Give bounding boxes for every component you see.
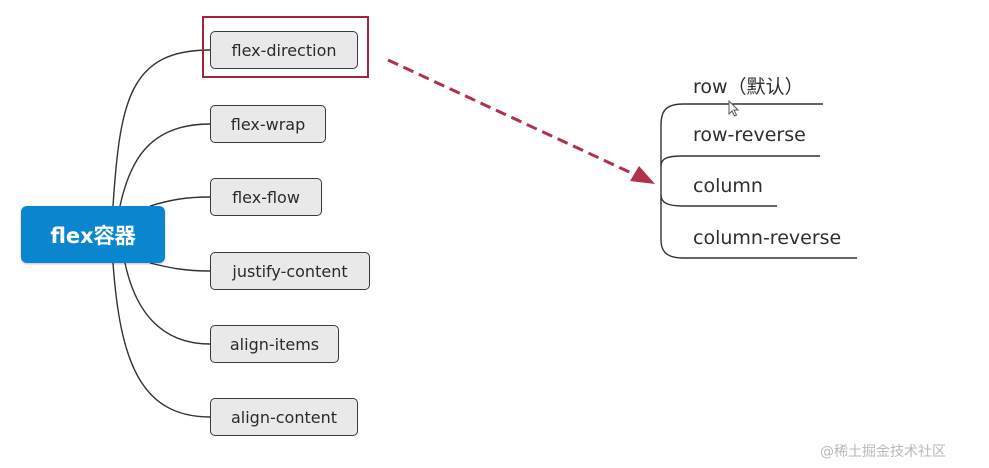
value-bracket bbox=[660, 103, 684, 259]
value-column[interactable]: column bbox=[693, 175, 763, 197]
node-align-items[interactable]: align-items bbox=[210, 325, 339, 363]
mouse-cursor-icon bbox=[728, 100, 740, 117]
dashed-arrow bbox=[387, 58, 641, 179]
value-column-reverse[interactable]: column-reverse bbox=[693, 227, 842, 249]
node-label: align-content bbox=[230, 407, 338, 427]
node-justify-content[interactable]: justify-content bbox=[210, 252, 370, 290]
node-align-content[interactable]: align-content bbox=[210, 398, 358, 436]
connector-align-content bbox=[112, 262, 211, 418]
node-label: flex-direction bbox=[231, 40, 337, 60]
node-flex-flow[interactable]: flex-flow bbox=[210, 178, 322, 216]
underline-row-reverse bbox=[660, 155, 820, 167]
node-flex-wrap[interactable]: flex-wrap bbox=[210, 105, 326, 143]
node-label: flex-flow bbox=[232, 187, 300, 207]
highlight-box bbox=[202, 16, 369, 78]
connector-flex-wrap bbox=[119, 123, 211, 207]
node-label: justify-content bbox=[232, 261, 348, 281]
value-row-reverse[interactable]: row-reverse bbox=[693, 124, 806, 146]
value-row[interactable]: row（默认） bbox=[693, 76, 804, 98]
root-label: flex容器 bbox=[50, 223, 136, 248]
connector-flex-flow bbox=[149, 196, 211, 207]
arrowhead-icon bbox=[630, 166, 655, 184]
watermark: @稀土掘金技术社区 bbox=[820, 444, 946, 460]
connector-flex-direction bbox=[112, 49, 211, 207]
underline-column bbox=[660, 194, 777, 207]
node-label: align-items bbox=[229, 334, 320, 354]
node-flex-direction[interactable]: flex-direction bbox=[210, 31, 358, 69]
node-label: flex-wrap bbox=[230, 114, 306, 134]
root-node[interactable]: flex容器 bbox=[21, 206, 165, 263]
connector-justify-content bbox=[149, 262, 211, 272]
connector-align-items bbox=[124, 262, 211, 345]
